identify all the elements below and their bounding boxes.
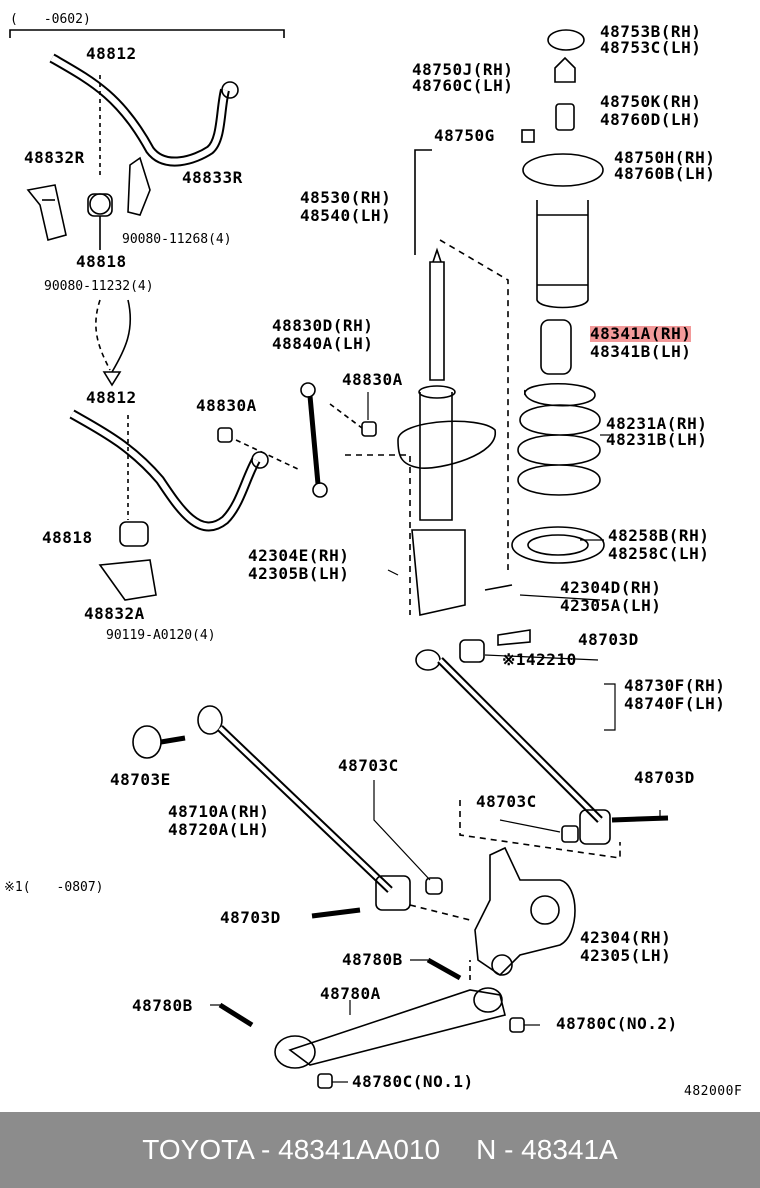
label-48780a[interactable]: 48780A [320, 984, 381, 1003]
label-48750g[interactable]: 48750G [434, 126, 495, 145]
header-range-label: ( -0602) [10, 12, 91, 27]
stabilizer-bar-top [26, 53, 239, 250]
label-48760c[interactable]: 48760C(LH) [412, 76, 514, 95]
label-48832a[interactable]: 48832A [84, 604, 145, 623]
label-48258c[interactable]: 48258C(LH) [608, 544, 710, 563]
label-48740f[interactable]: 48740F(LH) [624, 694, 726, 713]
label-48710a[interactable]: 48710A(RH) [168, 802, 270, 821]
label-48833r[interactable]: 48833R [182, 168, 243, 187]
leader-lines [210, 392, 661, 1083]
diagram-code-label: 482000F [684, 1084, 743, 1099]
label-48730f[interactable]: 48730F(RH) [624, 676, 726, 695]
stabilizer-link [217, 382, 377, 498]
label-48830d[interactable]: 48830D(RH) [272, 316, 374, 335]
label-48703d-lower[interactable]: 48703D [220, 908, 281, 927]
control-arms [132, 584, 669, 921]
part-info-footer: TOYOTA - 48341AA010 N - 48341A [0, 1112, 760, 1188]
label-48760b[interactable]: 48760B(LH) [614, 164, 716, 183]
label-48840a[interactable]: 48840A(LH) [272, 334, 374, 353]
label-48703c-upper[interactable]: 48703C [338, 756, 399, 775]
label-48720a[interactable]: 48720A(LH) [168, 820, 270, 839]
suspension-exploded-diagram [9, 29, 669, 1089]
label-90119-a0120[interactable]: 90119-A0120(4) [106, 628, 216, 643]
label-48832r[interactable]: 48832R [24, 148, 85, 167]
label-48830a-right[interactable]: 48830A [342, 370, 403, 389]
label-48703d-right[interactable]: 48703D [634, 768, 695, 787]
label-48703c-lower[interactable]: 48703C [476, 792, 537, 811]
label-48753c[interactable]: 48753C(LH) [600, 38, 702, 57]
label-42304e[interactable]: 42304E(RH) [248, 546, 350, 565]
label-90080-11232[interactable]: 90080-11232(4) [44, 279, 154, 294]
footer-part-code: N - 48341A [476, 1134, 618, 1165]
upper-mount-stack [511, 29, 605, 564]
label-48703d-top[interactable]: 48703D [578, 630, 639, 649]
label-48231a[interactable]: 48231A(RH) [606, 414, 708, 433]
label-48760d[interactable]: 48760D(LH) [600, 110, 702, 129]
stabilizer-bar-bottom [69, 409, 269, 601]
label-42304[interactable]: 42304(RH) [580, 928, 672, 947]
label-90080-11268[interactable]: 90080-11268(4) [122, 232, 232, 247]
label-42304d[interactable]: 42304D(RH) [560, 578, 662, 597]
label-48750j[interactable]: 48750J(RH) [412, 60, 514, 79]
label-48258b[interactable]: 48258B(RH) [608, 526, 710, 545]
shock-absorber [345, 149, 509, 616]
label-42210[interactable]: ※142210 [502, 650, 577, 669]
footer-part-number: TOYOTA - 48341AA010 [142, 1134, 441, 1165]
label-48780b-right[interactable]: 48780B [342, 950, 403, 969]
label-48341b[interactable]: 48341B(LH) [590, 342, 692, 361]
label-48812-top[interactable]: 48812 [86, 44, 137, 63]
label-48780c-no1[interactable]: 48780C(NO.1) [352, 1072, 474, 1091]
label-48231b[interactable]: 48231B(LH) [606, 430, 708, 449]
label-42305b[interactable]: 42305B(LH) [248, 564, 350, 583]
label-48750k[interactable]: 48750K(RH) [600, 92, 702, 111]
label-48341a-highlighted[interactable]: 48341A(RH) [590, 324, 692, 343]
label-48780c-no2[interactable]: 48780C(NO.2) [556, 1014, 678, 1033]
label-48750h[interactable]: 48750H(RH) [614, 148, 716, 167]
footnote-label: ※1( -0807) [4, 880, 104, 895]
label-48812-bottom[interactable]: 48812 [86, 388, 137, 407]
label-48830a-left[interactable]: 48830A [196, 396, 257, 415]
label-48818-top[interactable]: 48818 [76, 252, 127, 271]
lower-arm [218, 960, 525, 1089]
label-48753b[interactable]: 48753B(RH) [600, 22, 702, 41]
label-48780b-left[interactable]: 48780B [132, 996, 193, 1015]
knuckle [426, 846, 576, 981]
label-48530[interactable]: 48530(RH) [300, 188, 392, 207]
label-48540[interactable]: 48540(LH) [300, 206, 392, 225]
label-48818-bottom[interactable]: 48818 [42, 528, 93, 547]
label-42305[interactable]: 42305(LH) [580, 946, 672, 965]
label-48703e[interactable]: 48703E [110, 770, 171, 789]
label-42305a[interactable]: 42305A(LH) [560, 596, 662, 615]
